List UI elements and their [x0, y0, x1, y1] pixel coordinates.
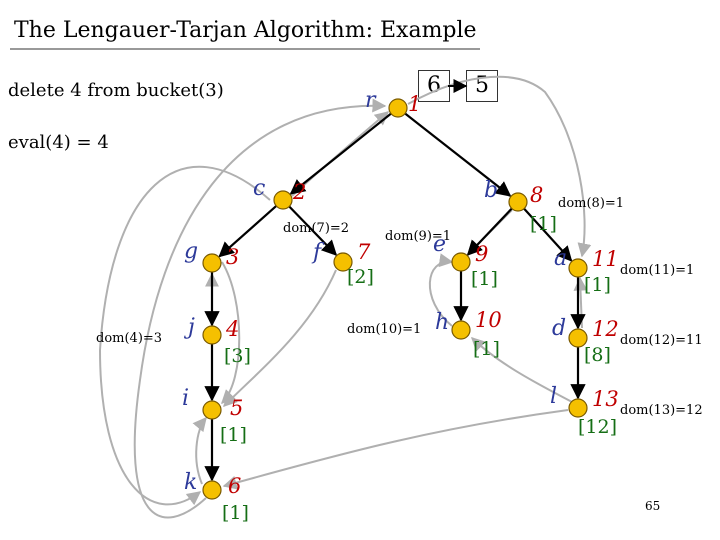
tree-edge-c-g	[218, 205, 277, 258]
vertex-name-i: i	[182, 386, 190, 411]
vertex-node-l	[568, 398, 588, 418]
slide-title: The Lengauer-Tarjan Algorithm: Example	[14, 18, 477, 43]
vertex-name-h: h	[435, 310, 450, 335]
vertex-node-f	[333, 252, 353, 272]
vertex-name-g: g	[184, 239, 199, 264]
nontree-edge-k-i	[192, 416, 207, 485]
vertex-number-i: 5	[230, 396, 244, 420]
vertex-node-e	[451, 252, 471, 272]
vertex-name-f: f	[313, 240, 322, 265]
vertex-dom-l: dom(13)=12	[620, 403, 703, 418]
nontree-edge-c-k	[98, 165, 271, 506]
vertex-number-k: 6	[228, 474, 242, 498]
vertex-node-b	[508, 192, 528, 212]
vertex-bucket-f: [2]	[347, 266, 374, 288]
vertex-bucket-k: [1]	[222, 502, 249, 524]
vertex-node-i	[202, 400, 222, 420]
vertex-name-k: k	[184, 470, 198, 495]
vertex-name-j: j	[188, 315, 195, 340]
vertex-dom-d: dom(12)=11	[620, 333, 703, 348]
vertex-name-e: e	[433, 232, 447, 257]
vertex-bucket-d: [8]	[584, 344, 611, 366]
vertex-bucket-e: [1]	[471, 268, 498, 290]
tree-edge-r-c	[289, 112, 392, 195]
vertex-node-h	[451, 320, 471, 340]
vertex-number-c: 2	[293, 180, 307, 204]
tree-edge-c-f	[288, 205, 338, 256]
vertex-number-d: 12	[592, 317, 619, 341]
note-delete-bucket: delete 4 from bucket(3)	[8, 80, 224, 101]
vertex-dom-j: dom(4)=3	[96, 331, 163, 346]
vertex-bucket-l: [12]	[578, 416, 618, 438]
vertex-dom-h: dom(10)=1	[347, 322, 422, 337]
vertex-number-e: 9	[475, 242, 489, 266]
tree-edge-b-a	[523, 207, 573, 262]
nontree-edge-f-i	[223, 269, 337, 407]
nontree-edge-h-e	[428, 253, 454, 327]
vertex-dom-f: dom(7)=2	[283, 221, 350, 236]
vertex-node-r	[388, 98, 408, 118]
vertex-node-a	[568, 258, 588, 278]
vertex-bucket-j: [3]	[224, 345, 251, 367]
vertex-node-c	[273, 190, 293, 210]
nontree-edge-l-h	[470, 337, 573, 403]
vertex-node-g	[202, 253, 222, 273]
tree-edge-r-b	[404, 112, 512, 197]
vertex-dom-a: dom(11)=1	[620, 263, 695, 278]
vertex-number-j: 4	[226, 317, 240, 341]
vertex-bucket-h: [1]	[473, 338, 500, 360]
vertex-node-j	[202, 325, 222, 345]
title-underline	[10, 48, 480, 50]
nontree-edge-d-a	[573, 276, 588, 329]
nontree-edge-l-k	[222, 409, 569, 490]
vertex-dom-e: dom(9)=1	[385, 229, 452, 244]
vertex-name-d: d	[552, 316, 567, 341]
vertex-number-a: 11	[592, 247, 619, 271]
vertex-number-h: 10	[475, 308, 502, 332]
vertex-node-d	[568, 328, 588, 348]
vertex-name-l: l	[550, 384, 558, 409]
vertex-number-l: 13	[592, 387, 619, 411]
vertex-number-f: 7	[357, 240, 371, 264]
vertex-dom-b: dom(8)=1	[558, 196, 625, 211]
vertex-number-g: 3	[226, 245, 240, 269]
vertex-node-k	[202, 480, 222, 500]
page-number: 65	[645, 499, 661, 513]
vertex-number-r: 1	[408, 92, 422, 116]
vertex-name-r: r	[365, 88, 376, 113]
vertex-bucket-a: [1]	[584, 274, 611, 296]
vertex-number-b: 8	[530, 183, 544, 207]
vertex-nodes	[202, 98, 588, 500]
vertex-name-b: b	[484, 178, 499, 203]
nontree-edge-k-r	[133, 98, 387, 519]
vertex-name-a: a	[554, 246, 568, 271]
note-eval: eval(4) = 4	[8, 132, 109, 153]
tree-edge-b-e	[466, 207, 513, 256]
nontree-edges	[98, 75, 592, 519]
vertex-name-c: c	[253, 176, 266, 201]
tree-edges	[204, 112, 586, 482]
vertex-bucket-i: [1]	[220, 424, 247, 446]
vertex-bucket-b: [1]	[530, 213, 557, 235]
